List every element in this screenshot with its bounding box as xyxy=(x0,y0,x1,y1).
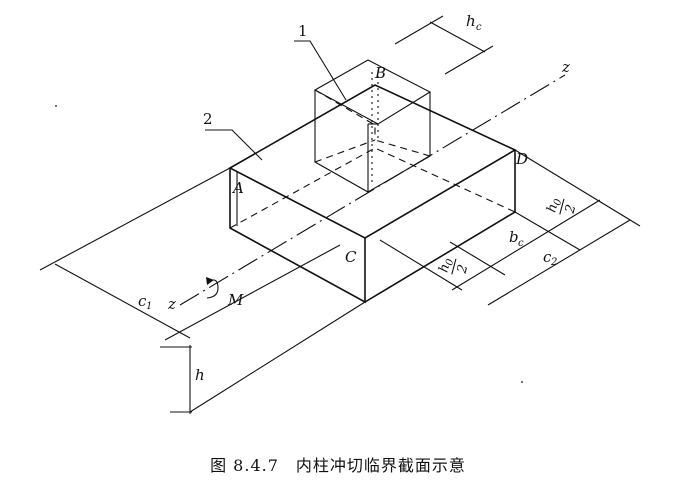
h-label: h xyxy=(195,366,205,384)
c1-label: c 1 xyxy=(138,292,152,312)
leader-2 xyxy=(205,129,263,161)
hc-label: h c xyxy=(466,12,482,33)
bc-sub: c xyxy=(518,238,524,249)
column xyxy=(313,59,432,193)
h0-left-main: h xyxy=(436,262,453,274)
h0-half-label-left: h 0 2 xyxy=(436,257,472,276)
h0-half-label-right: h 0 2 xyxy=(544,197,580,216)
c1-main: c xyxy=(138,292,147,310)
z-axis-line xyxy=(179,74,566,306)
column-front-edges xyxy=(314,90,369,193)
c2-main: c xyxy=(543,248,552,266)
slab-front-face xyxy=(229,168,366,304)
c2-label: c 2 xyxy=(543,248,557,268)
dimension-c1 xyxy=(39,167,341,341)
bc-label: b c xyxy=(509,228,524,249)
figure-caption: 图 8.4.7 内柱冲切临界截面示意 xyxy=(210,456,466,475)
scan-speck xyxy=(55,105,57,107)
h0-left-sub: 0 xyxy=(444,257,456,267)
c1-sub: 1 xyxy=(146,301,152,312)
dimension-right-set xyxy=(379,149,641,306)
z-axis-label-right: z xyxy=(561,58,570,76)
leader-1 xyxy=(294,40,347,101)
z-axis-label-left: z xyxy=(167,295,176,313)
point-B-label: B xyxy=(374,64,386,82)
slab-top-face xyxy=(228,84,517,239)
h0-right-sub: 0 xyxy=(552,197,564,207)
hc-sub: c xyxy=(476,22,482,33)
moment-label: M xyxy=(227,291,244,309)
dimension-hc xyxy=(394,15,494,75)
h0-right-main: h xyxy=(544,202,561,214)
dimension-h xyxy=(160,301,366,414)
column-base-hidden-2 xyxy=(374,139,431,157)
c2-sub: 2 xyxy=(550,257,557,268)
hc-main: h xyxy=(466,12,476,30)
item-2-label: 2 xyxy=(203,110,213,128)
item-1-label: 1 xyxy=(298,22,308,40)
slab-hidden-edges xyxy=(229,147,516,229)
slab-block xyxy=(228,84,517,304)
column-base-hidden xyxy=(314,139,376,163)
bc-main: b xyxy=(509,228,519,246)
point-C-label: C xyxy=(345,248,357,266)
slab-right-face xyxy=(364,150,516,303)
point-A-label: A xyxy=(231,179,244,197)
h0-right-den: 2 xyxy=(563,203,580,216)
moment-arrow xyxy=(206,277,219,299)
h0-left-den: 2 xyxy=(455,263,472,276)
scan-speck xyxy=(521,381,523,383)
point-D-label: D xyxy=(515,150,528,168)
